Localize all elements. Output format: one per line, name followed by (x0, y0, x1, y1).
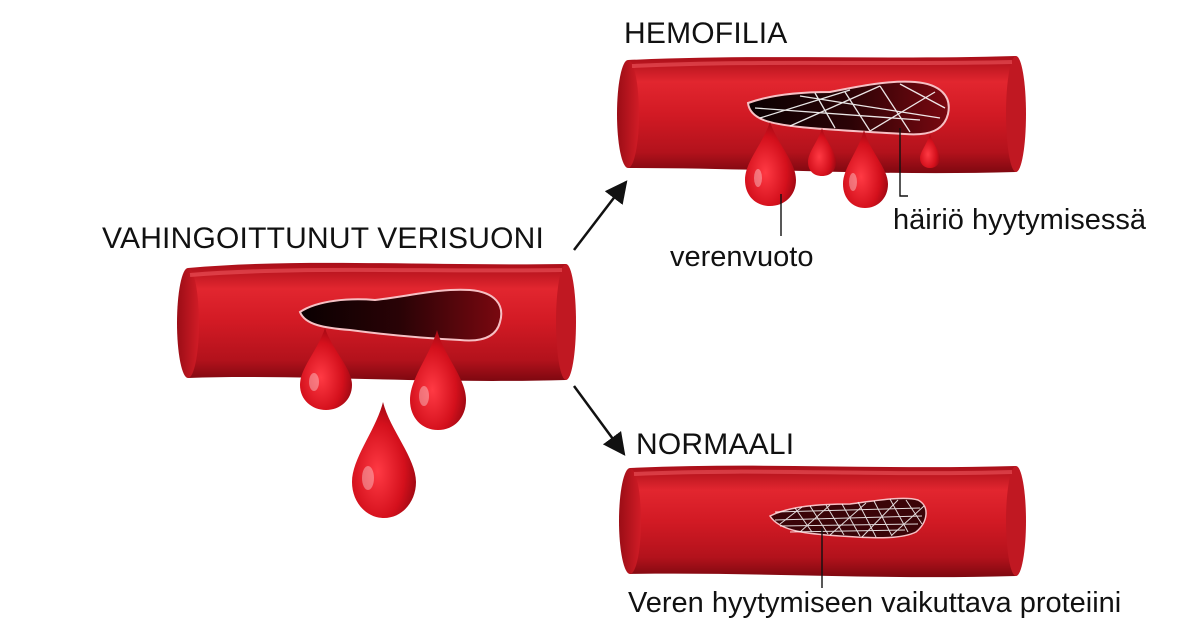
hemophilia-label: HEMOFILIA (624, 17, 788, 50)
damaged-vessel (177, 262, 576, 381)
normal-label: NORMAALI (636, 428, 795, 461)
arrow-to-normal (572, 385, 626, 456)
vessel-wound (298, 288, 503, 342)
normal-vessel (619, 465, 1026, 578)
hemophilia-vessel (617, 56, 1026, 208)
clotting-disorder-label: häiriö hyytymisessä (893, 204, 1147, 236)
hemophilia-drops (745, 122, 940, 208)
dense-clot-mesh (774, 498, 925, 538)
damaged-vessel-label: VAHINGOITTUNUT VERISUONI (102, 222, 545, 255)
blood-drops (300, 328, 466, 518)
bleeding-label: verenvuoto (670, 241, 814, 273)
sparse-clot-threads (754, 83, 946, 133)
arrow-to-hemophilia (573, 180, 628, 251)
clotting-protein-label: Veren hyytymiseen vaikuttava proteiini (628, 587, 1122, 619)
disorder-leader-line (899, 128, 908, 197)
